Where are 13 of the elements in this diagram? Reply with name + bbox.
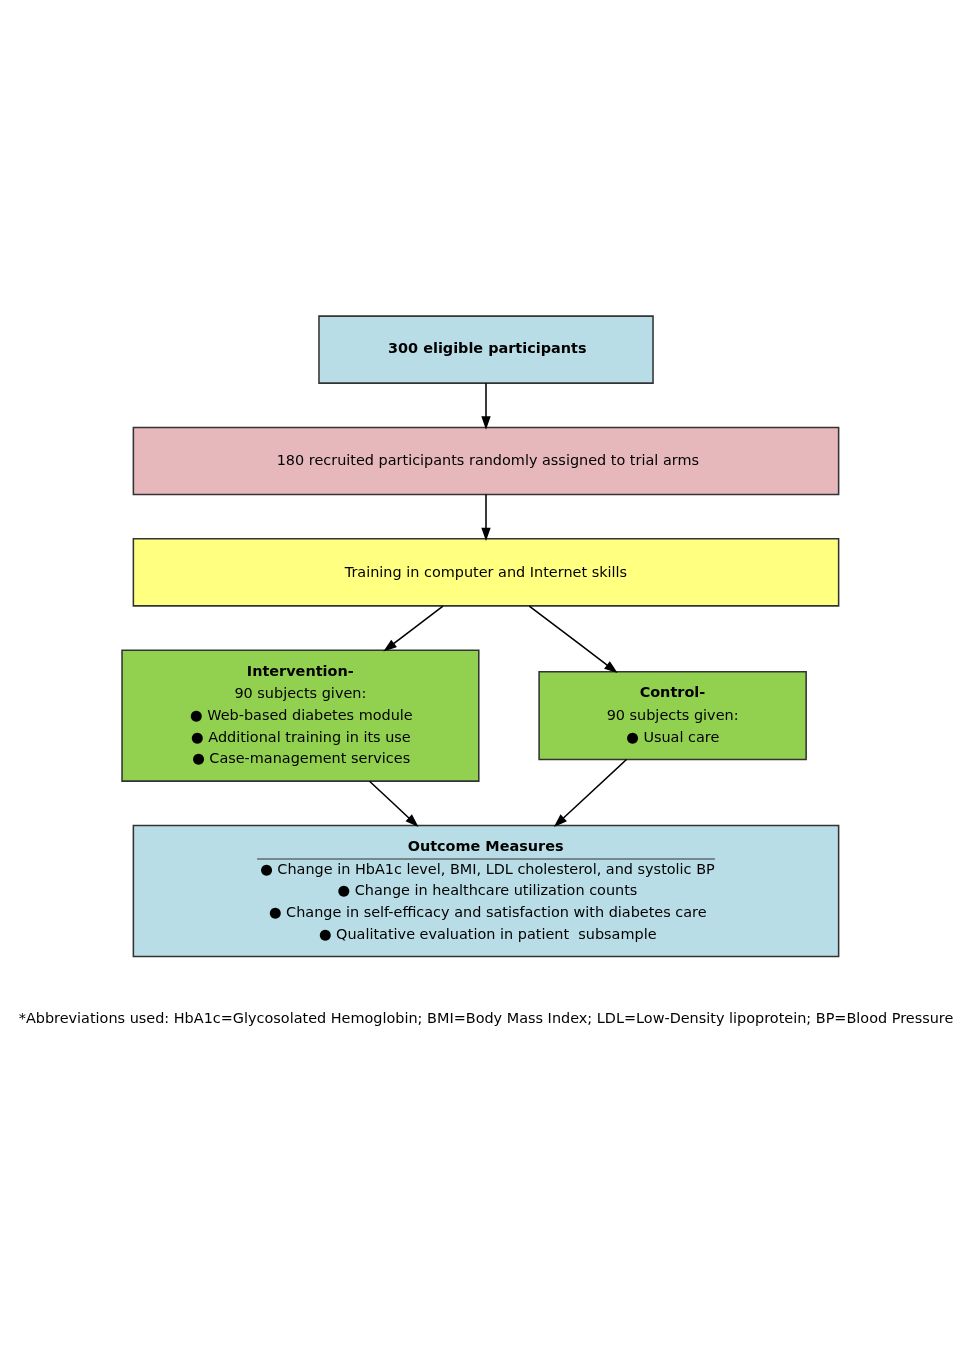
arrow [480,381,491,430]
node-box: 300 eligible participants [317,314,654,384]
node-box: 180 recruited participants randomly assigned to trial arms [132,426,839,495]
node-box: Training in computer and Internet skills [132,537,839,607]
label: *Abbreviations used: HbA1c=Glycosolated Hemoglobin; BMI=Body Mass Index; LDL=Low-Density lipoprotein; BP=Blood Pressure [18,1009,953,1026]
arrow [480,493,491,541]
arrow [553,758,627,827]
node-box: Intervention- 90 subjects given: ● Web-based diabetes module ● Additional training in its use ● Case-management services [120,648,480,782]
arrow [368,779,419,827]
node-box: Control- 90 subjects given: ● Usual care [537,670,807,760]
node-box: Outcome Measures ● Change in HbA1c level, BMI, LDL cholesterol, and systolic BP ● Change in healthcare utilization counts ● Change in self-efficacy and satisfaction with diabetes care ● Qualitative evaluation in patient subsample [132,824,839,957]
arrow [528,604,618,673]
arrow [382,604,444,651]
